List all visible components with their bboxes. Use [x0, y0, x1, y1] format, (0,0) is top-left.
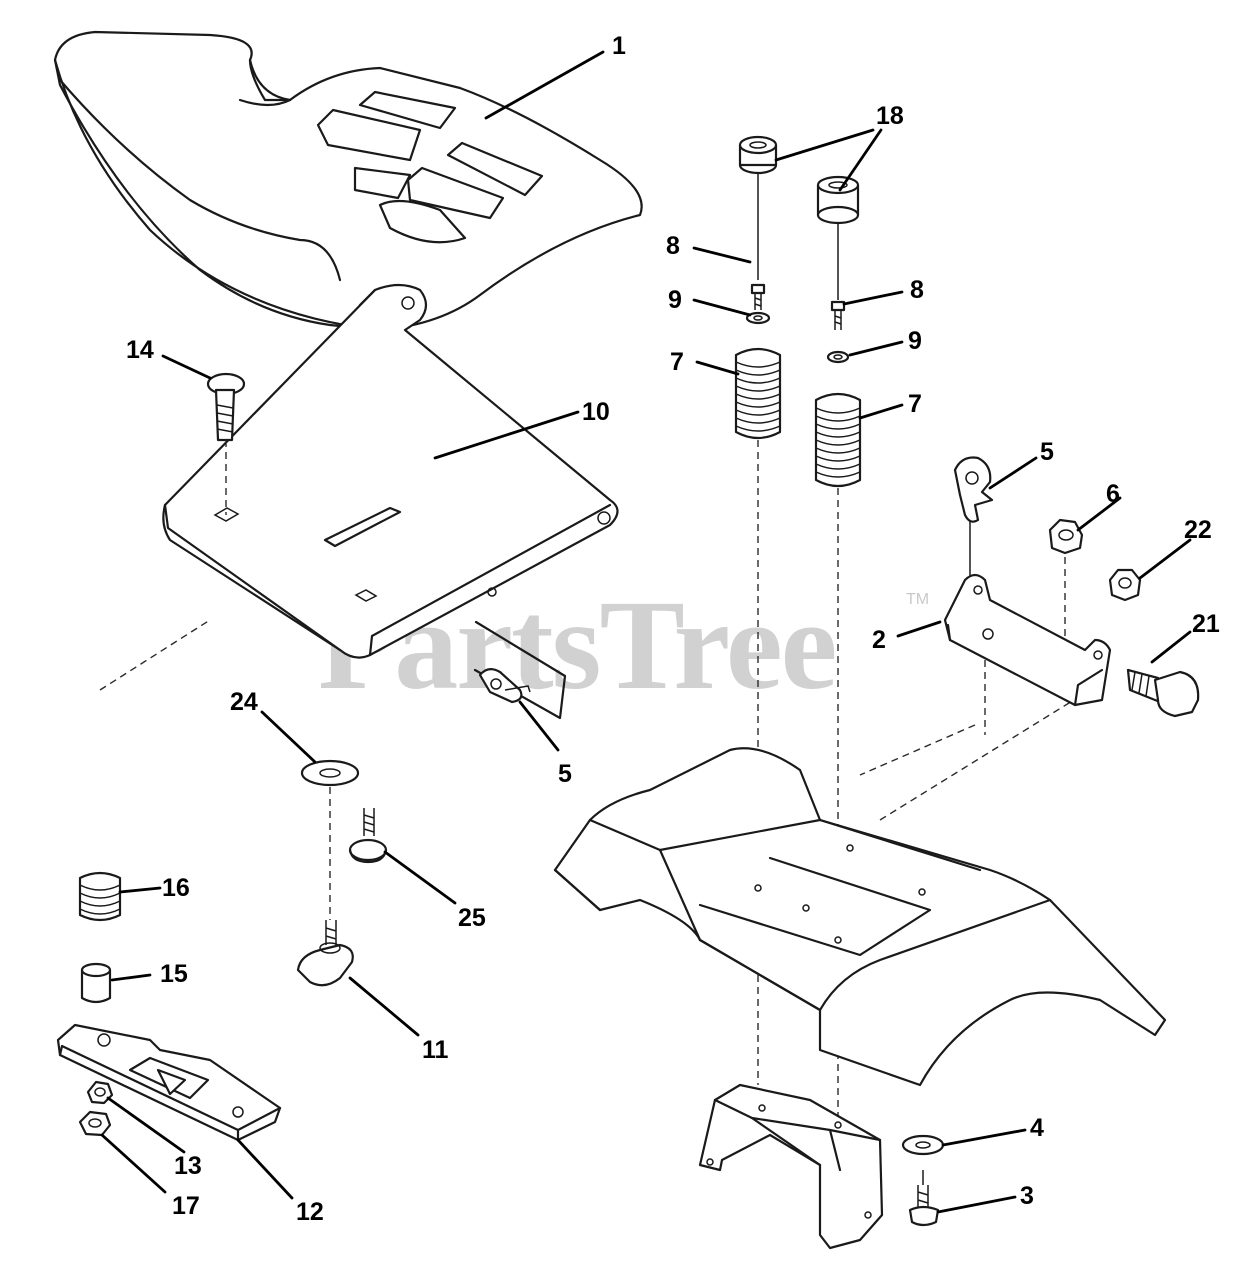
callout-24: 24 [230, 688, 258, 716]
shoulder-bolt-part[interactable] [1126, 668, 1200, 718]
callout-8-right: 8 [910, 276, 924, 304]
spring-small-part[interactable] [78, 871, 122, 922]
knob-screw-part[interactable] [348, 808, 388, 864]
carriage-bolt-part[interactable] [206, 372, 246, 442]
callout-21: 21 [1192, 610, 1220, 638]
lock-nut-part[interactable] [1108, 568, 1142, 602]
screw-left-part[interactable] [750, 283, 766, 310]
callout-12: 12 [296, 1198, 324, 1226]
callout-17: 17 [172, 1192, 200, 1220]
callout-10: 10 [582, 398, 610, 426]
callout-9-left: 9 [668, 286, 682, 314]
watermark-trademark: TM [906, 591, 929, 608]
adjustment-plate-part[interactable] [56, 1023, 282, 1142]
callout-18: 18 [876, 102, 904, 130]
callout-1: 1 [612, 32, 626, 60]
callout-16: 16 [162, 874, 190, 902]
hex-bolt-part[interactable] [908, 1185, 940, 1227]
callout-labels: 1 18 8 8 9 9 7 7 14 10 5 5 6 22 2 21 24 … [126, 32, 1220, 1226]
washer-right-part[interactable] [826, 350, 850, 364]
seat-pan-part[interactable] [162, 283, 619, 659]
callout-22: 22 [1184, 516, 1212, 544]
screw-right-part[interactable] [830, 300, 846, 330]
large-washer-part[interactable] [300, 759, 360, 787]
callout-11: 11 [422, 1036, 449, 1064]
bumper-right-part[interactable] [816, 175, 860, 225]
seat-switch-left-part[interactable] [473, 620, 567, 720]
washer-left-part[interactable] [745, 311, 771, 325]
callout-14: 14 [126, 336, 154, 364]
callout-8-left: 8 [666, 232, 680, 260]
nut-small-part[interactable] [86, 1080, 114, 1105]
callout-7-left: 7 [670, 348, 684, 376]
callout-25: 25 [458, 904, 486, 932]
callout-9-right: 9 [908, 327, 922, 355]
seat-part[interactable] [53, 30, 643, 332]
switch-bracket-part[interactable] [943, 573, 1112, 707]
callout-4: 4 [1030, 1114, 1044, 1142]
leader-lines [100, 50, 1192, 1214]
wing-knob-part[interactable] [296, 920, 354, 987]
callout-3: 3 [1020, 1182, 1034, 1210]
callout-2: 2 [872, 626, 886, 654]
callout-7-right: 7 [908, 390, 922, 418]
callout-6: 6 [1106, 480, 1120, 508]
bushing-part[interactable] [80, 962, 112, 1004]
bumper-left-part[interactable] [738, 135, 778, 175]
fender-part[interactable] [553, 747, 1167, 1087]
callout-15: 15 [160, 960, 188, 988]
callout-13: 13 [174, 1152, 202, 1180]
flat-washer-part[interactable] [901, 1134, 945, 1156]
lower-seat-bracket-part[interactable] [698, 1083, 884, 1250]
seat-switch-right-part[interactable] [953, 456, 994, 523]
spring-right-part[interactable] [814, 392, 862, 488]
callout-5-right: 5 [1040, 438, 1054, 466]
hex-nut-part[interactable] [1048, 518, 1084, 555]
lock-nut-small-part[interactable] [78, 1110, 112, 1137]
spring-left-part[interactable] [734, 347, 782, 440]
callout-5-left: 5 [558, 760, 572, 788]
